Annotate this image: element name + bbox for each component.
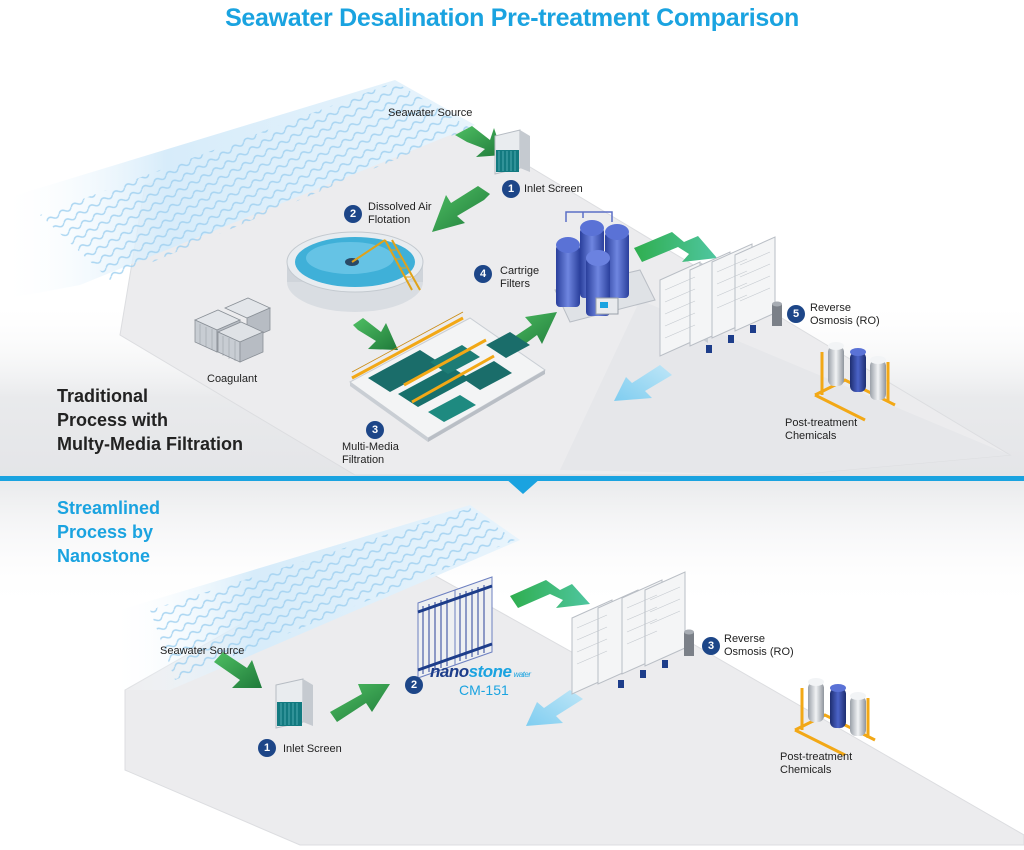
arrow-cartridge-to-ro [634,232,717,262]
lower-arrow-ro-return [526,690,583,726]
cartridge-filter-vessels [554,211,656,323]
upper-step-3-badge: 3 [366,421,384,439]
divider-pointer [505,478,541,494]
arrow-source-to-screen [455,126,503,157]
lower-post-treatment-line-1: Post-treatment [780,751,853,763]
lower-step-1-badge: 1 [258,739,276,757]
upper-step-2-label-line-2: Flotation [368,214,411,226]
lower-seawater-waves [150,508,515,680]
traditional-heading: Traditional Process with Multy-Media Fil… [57,384,287,456]
nanostone-model-label: CM-151 [459,682,509,698]
streamlined-heading-line-2: Process by [57,522,154,542]
upper-step-5-label: Reverse Osmosis (RO) [810,302,880,328]
arrow-ro-return [614,365,672,401]
upper-step-5-label-line-2: Osmosis (RO) [810,315,880,327]
upper-step-2-label-line-1: Dissolved Air [368,201,432,213]
upper-step-5-badge: 5 [787,305,805,323]
traditional-heading-line-2: Process with [57,410,169,430]
lower-arrow-source-to-screen [214,652,262,688]
nanostone-logo-suffix: stone [468,662,512,681]
lower-step-1-label: Inlet Screen [283,743,342,756]
lower-step-3-label: Reverse Osmosis (RO) [724,633,794,659]
upper-step-3-label: Multi-Media Filtration [342,441,399,467]
lower-step-2-badge: 2 [405,676,423,694]
upper-step-2-label: Dissolved Air Flotation [368,201,432,227]
upper-step-3-label-line-1: Multi-Media [342,441,399,453]
ro-racks-lower [571,571,694,695]
traditional-heading-line-1: Traditional [57,386,149,406]
upper-step-3-label-line-2: Filtration [342,454,385,466]
lower-post-treatment-line-2: Chemicals [780,764,832,776]
upper-post-treatment-line-2: Chemicals [785,430,837,442]
lower-post-treatment-label: Post-treatment Chemicals [780,751,852,777]
multi-media-filtration-basin [349,311,546,442]
lower-band [0,480,1024,610]
page-title: Seawater Desalination Pre-treatment Comp… [225,4,799,32]
upper-step-4-label-line-1: Cartrige [500,265,540,277]
daf-tank [286,231,424,312]
upper-post-treatment-label: Post-treatment Chemicals [785,417,857,443]
lower-arrow-screen-to-nanostone [330,684,390,722]
lower-source-label: Seawater Source [160,645,245,657]
upper-step-1-label-line-1: Inlet Screen [524,183,583,195]
nanostone-membrane-skid [417,576,493,679]
upper-step-4-label-line-2: Filters [500,278,530,290]
lower-arrow-nanostone-to-ro [510,580,590,608]
lower-step-3-label-line-1: Reverse [724,633,765,645]
streamlined-heading-line-3: Nanostone [57,546,151,566]
upper-seawater-waves [40,82,470,280]
ro-racks-upper [659,236,782,357]
lower-step-3-badge: 3 [702,637,720,655]
inlet-screen-unit [494,129,530,175]
arrow-daf-to-mmf [353,318,398,350]
nanostone-logo-tag: water [513,670,531,679]
coagulant-label: Coagulant [207,373,258,385]
streamlined-heading: Streamlined Process by Nanostone [57,496,237,568]
upper-step-1-label: Inlet Screen [524,183,583,196]
traditional-heading-line-3: Multy-Media Filtration [57,434,243,454]
upper-step-4-badge: 4 [474,265,492,283]
upper-step-1-badge: 1 [502,180,520,198]
upper-step-4-label: Cartrige Filters [500,265,539,291]
nanostone-logo-prefix: nano [430,662,469,681]
lower-step-1-label-line-1: Inlet Screen [283,743,342,755]
post-treatment-skid-upper [814,342,896,422]
lower-inlet-screen-unit [275,678,313,729]
upper-step-5-label-line-1: Reverse [810,302,851,314]
post-treatment-skid-lower [794,678,876,757]
lower-step-3-label-line-2: Osmosis (RO) [724,646,794,658]
upper-source-label: Seawater Source [388,107,473,119]
upper-post-treatment-line-1: Post-treatment [785,417,858,429]
arrow-screen-to-daf [432,186,490,232]
upper-step-2-badge: 2 [344,205,362,223]
streamlined-heading-line-1: Streamlined [57,498,161,518]
coagulant-totes [194,297,271,363]
